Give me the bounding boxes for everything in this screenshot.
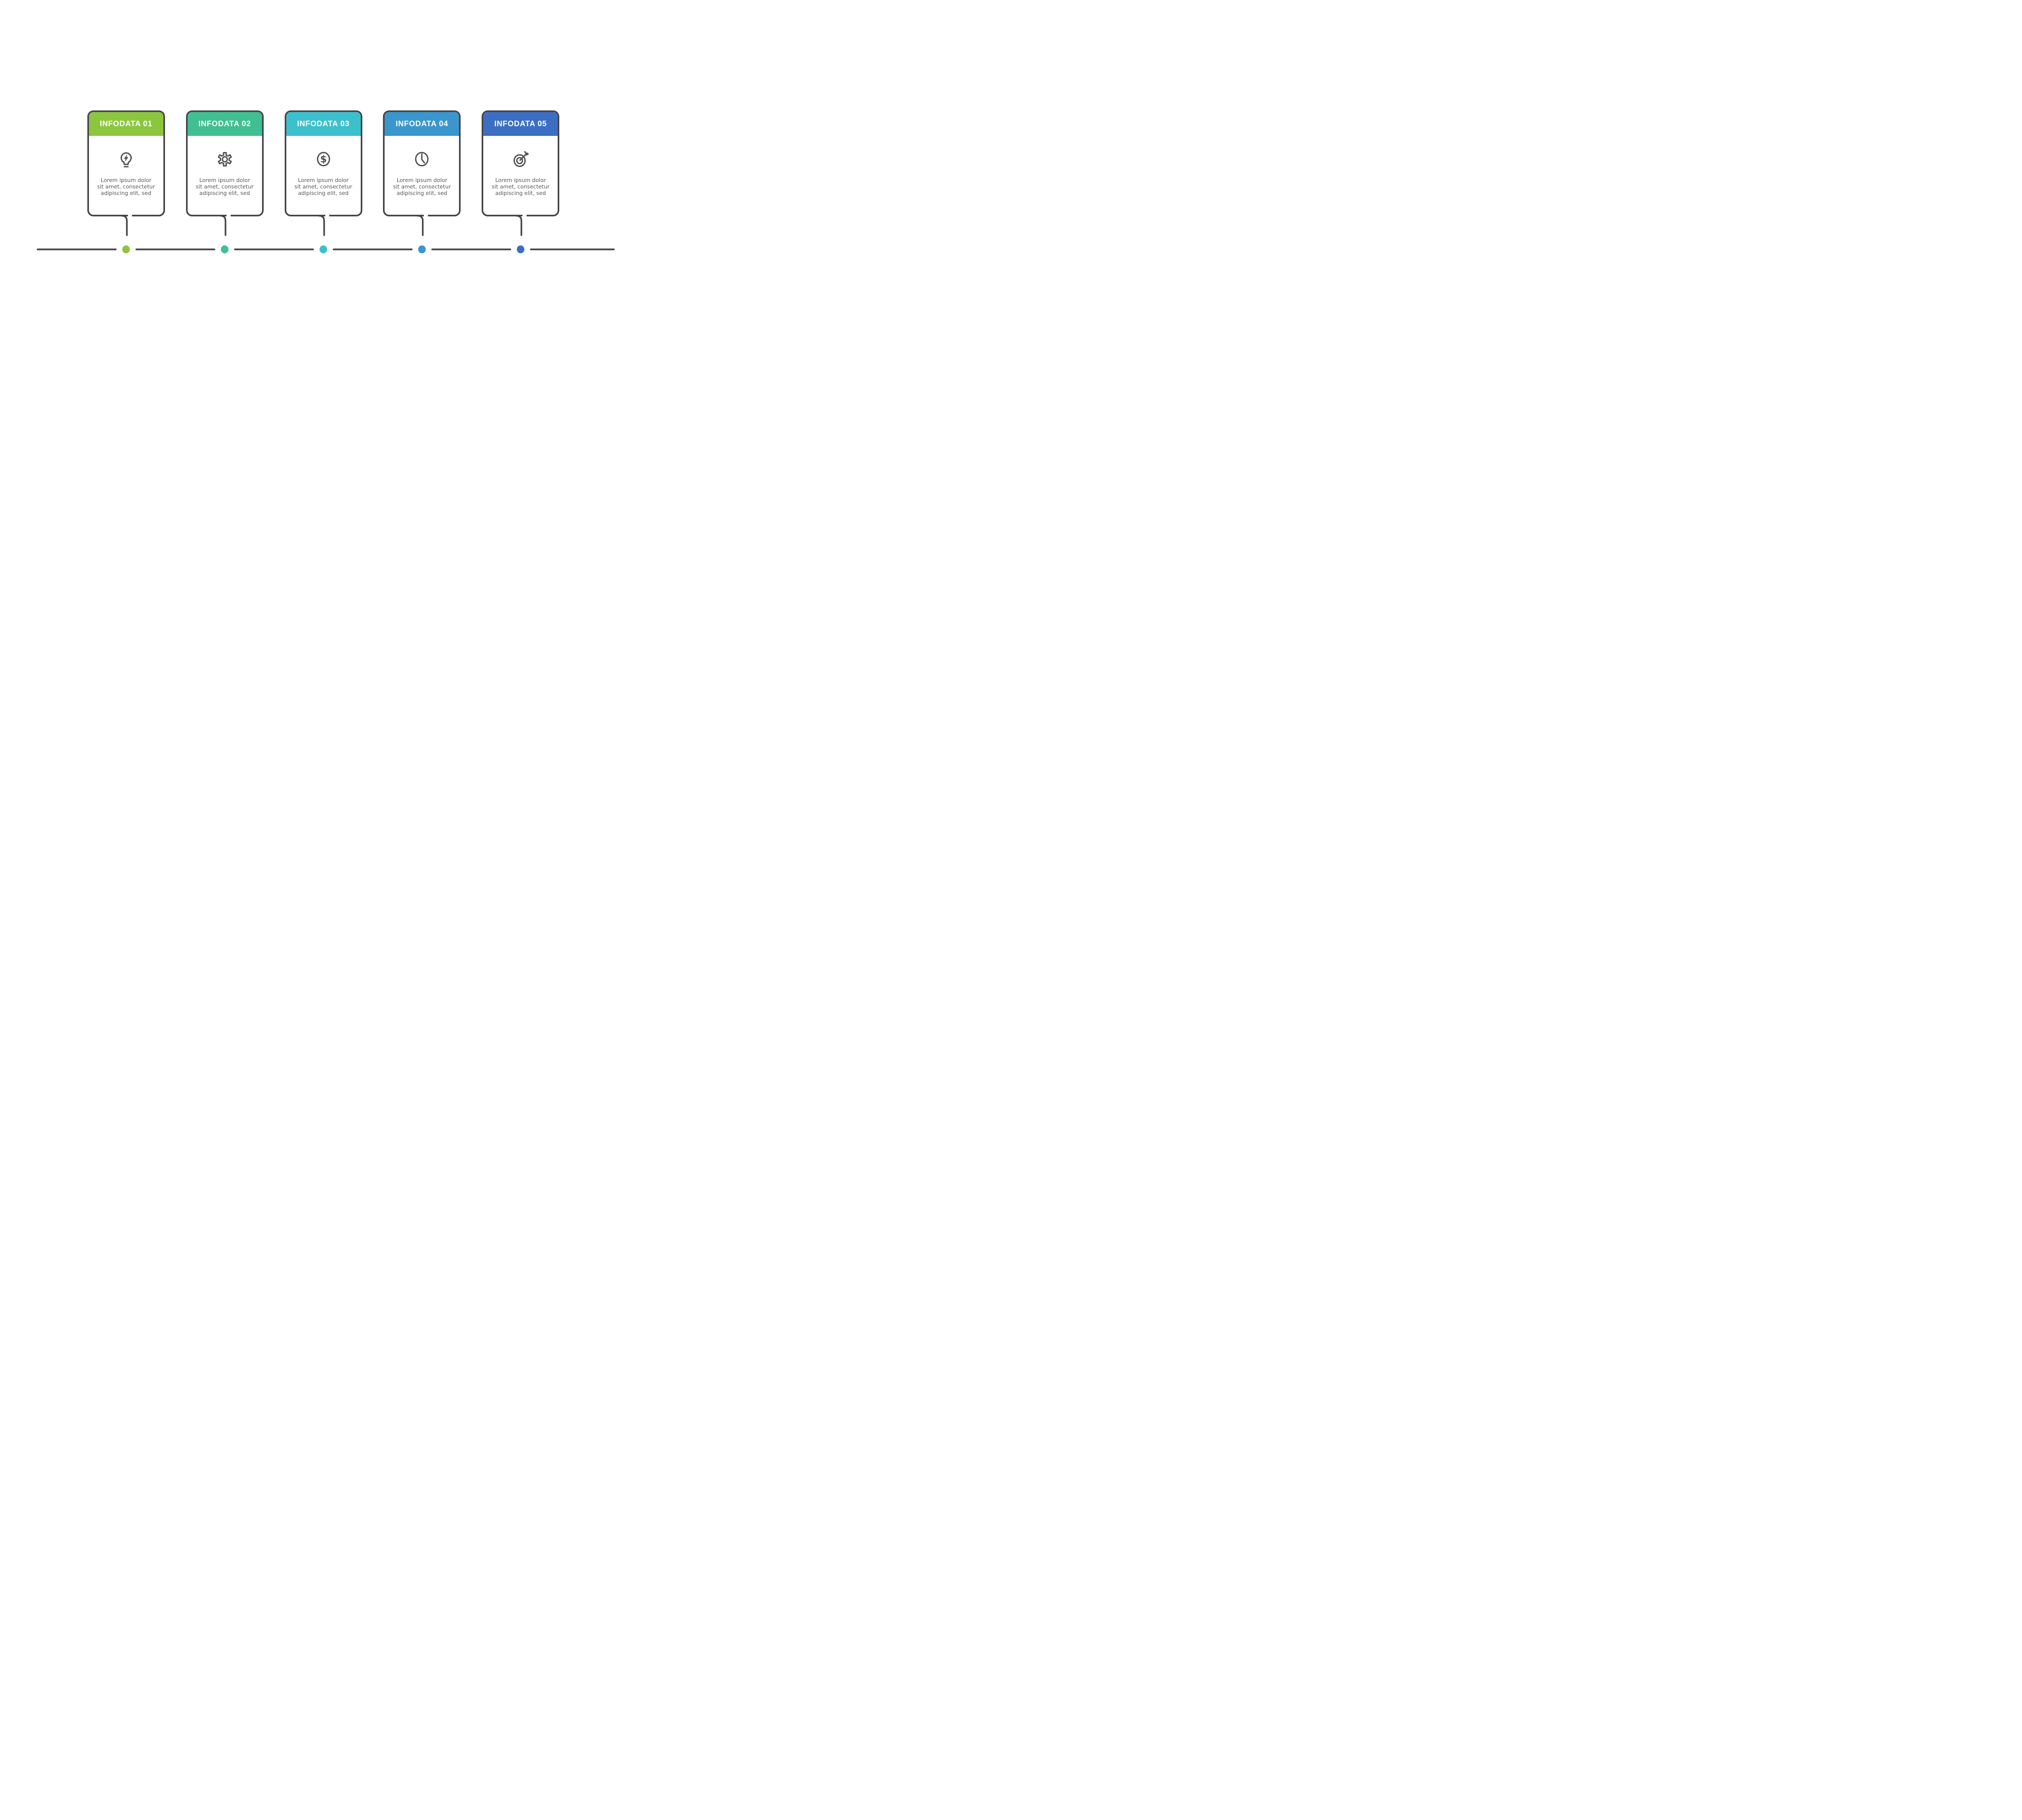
infodata-card-1: INFODATA 01 Lorem ipsum dolor sit amet, … (87, 110, 165, 216)
card-2-title: INFODATA 02 (198, 119, 251, 128)
gear-icon (218, 152, 232, 167)
target-arrow-icon (514, 151, 529, 167)
card-2-header: INFODATA 02 (187, 112, 262, 136)
infographic-canvas: INFODATA 01 Lorem ipsum dolor sit amet, … (0, 0, 647, 364)
clock-icon (415, 152, 429, 167)
timeline-dot-1 (122, 245, 130, 254)
infodata-card-4: INFODATA 04 Lorem ipsum dolor sit amet, … (383, 110, 461, 216)
infodata-card-3: INFODATA 03 $ Lorem ipsum dolor sit amet… (284, 110, 362, 216)
card-5-description: Lorem ipsum dolor sit amet, consectetur … (491, 178, 550, 197)
card-3-description: Lorem ipsum dolor sit amet, consectetur … (294, 178, 352, 197)
card-4-description: Lorem ipsum dolor sit amet, consectetur … (393, 178, 451, 197)
card-5-header: INFODATA 05 (483, 112, 558, 136)
card-1-title: INFODATA 01 (99, 119, 152, 128)
card-1-description: Lorem ipsum dolor sit amet, consectetur … (97, 178, 155, 197)
infodata-card-2: INFODATA 02 Lorem ipsum dolor sit amet, … (186, 110, 264, 216)
card-3-title: INFODATA 03 (297, 119, 350, 128)
card-4-title: INFODATA 04 (396, 119, 448, 128)
timeline-dots (122, 245, 525, 254)
timeline-dot-4 (418, 245, 426, 254)
infodata-card-5: INFODATA 05 Lorem ipsum dolor sit amet, … (482, 110, 560, 216)
card-3-header: INFODATA 03 (286, 112, 361, 136)
card-4-header: INFODATA 04 (385, 112, 459, 136)
lightbulb-bolt-icon (120, 152, 132, 167)
dollar-circle-icon: $ (317, 152, 330, 167)
svg-text:$: $ (320, 154, 326, 165)
timeline-dot-2 (221, 245, 228, 254)
card-1-header: INFODATA 01 (89, 112, 163, 136)
card-5-title: INFODATA 05 (494, 119, 547, 128)
connector-stems (121, 215, 522, 236)
card-2-description: Lorem ipsum dolor sit amet, consectetur … (196, 178, 254, 197)
timeline-dot-3 (319, 245, 327, 254)
timeline-dot-5 (516, 245, 525, 254)
